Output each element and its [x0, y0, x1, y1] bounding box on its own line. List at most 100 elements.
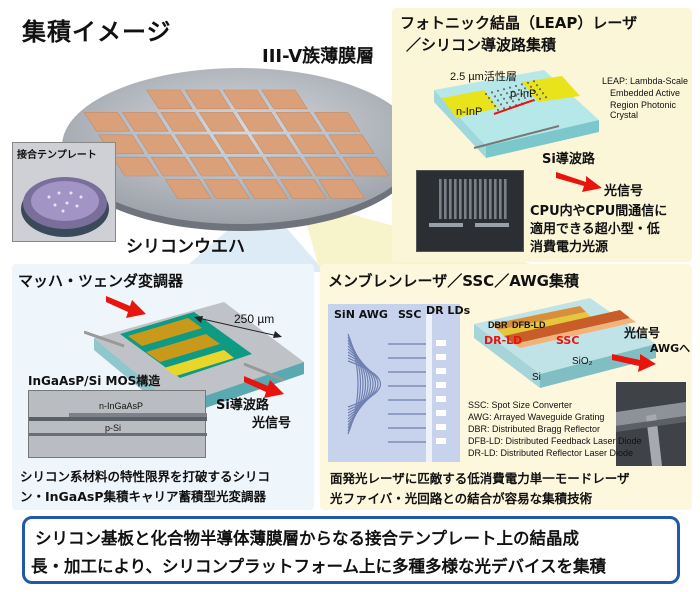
summary-line1: シリコン基板と化合物半導体薄膜層からなる接合テンプレート上の結晶成	[35, 529, 580, 548]
photonic-crystal-hole	[484, 92, 488, 96]
film-tile	[313, 112, 361, 132]
photonic-crystal-hole	[493, 95, 497, 98]
film-tile	[227, 156, 274, 177]
awg-waveguide	[347, 348, 372, 420]
mzm-n-layer: n-InGaAsP	[99, 401, 144, 411]
film-tile	[164, 179, 212, 199]
mzm-title: マッハ・ツェンダ変調器	[18, 272, 184, 290]
photonic-crystal-hole	[511, 100, 515, 103]
ssc-chip-label: SSC	[556, 334, 580, 347]
photonic-crystal-hole	[508, 96, 512, 99]
ld-pad	[436, 382, 446, 388]
photonic-crystal-hole	[490, 91, 494, 94]
leap-signal-arrow	[556, 172, 602, 192]
membrane-panel: メンブレンレーザ／SSC／AWG集積 SiN AWG SSC DR LDs DB…	[320, 264, 692, 510]
mzm-dimension-arrow	[194, 316, 282, 338]
photonic-crystal-hole	[508, 86, 512, 89]
mzm-p-layer: p-Si	[105, 423, 122, 433]
photonic-crystal-hole	[523, 96, 527, 100]
leap-n-label: n-InP	[456, 106, 483, 118]
film-tile	[112, 156, 159, 177]
photonic-crystal-hole	[496, 108, 500, 112]
leap-active-layer: 2.5 µm活性層	[450, 71, 517, 83]
summary-box: シリコン基板と化合物半導体薄膜層からなる接合テンプレート上の結晶成 長・加工によ…	[22, 516, 680, 584]
sem-pillar	[499, 179, 502, 219]
photonic-crystal-hole	[514, 84, 518, 88]
leap-sem-photo	[416, 170, 524, 252]
photonic-crystal-hole	[529, 95, 533, 98]
photonic-crystal-hole	[520, 92, 524, 96]
photonic-crystal-hole	[514, 94, 518, 97]
mzm-input-arrow	[106, 296, 146, 318]
leap-def-line1: LEAP: Lambda-Scale	[602, 76, 689, 86]
film-tile	[289, 134, 337, 154]
photonic-crystal-hole	[532, 80, 536, 83]
awg-waveguide	[347, 354, 376, 414]
membrane-desc-line2: 光ファイバ・光回路との結合が容易な集積技術	[330, 491, 593, 506]
membrane-signal-line1: 光信号	[624, 326, 661, 340]
template-photo: 接合テンプレート	[12, 142, 116, 242]
ld-pad	[436, 368, 446, 374]
leap-waveguide-label: Si導波路	[542, 152, 595, 167]
film-tile	[261, 89, 308, 110]
photonic-crystal-hole	[496, 89, 500, 92]
leap-p-label: p-InP	[510, 88, 537, 100]
beam-to-mzm	[180, 200, 325, 272]
awg-label: SiN AWG	[334, 308, 388, 321]
template-label: 接合テンプレート	[17, 150, 97, 161]
sio2-label: SiO₂	[572, 356, 593, 367]
mzm-dimension: 250 µm	[234, 312, 275, 326]
ld-pad	[436, 340, 446, 346]
sem-pillar	[489, 179, 492, 219]
sem-pillar	[494, 179, 497, 219]
awg-waveguide	[347, 345, 369, 423]
film-tile	[203, 179, 250, 199]
photonic-crystal-hole	[517, 98, 521, 101]
drld-chip-label: DR-LD	[484, 334, 523, 347]
ld-pad	[436, 438, 446, 444]
leap-signal-label: 光信号	[604, 184, 644, 199]
leap-sem-pattern	[429, 179, 509, 227]
photonic-crystal-hole	[523, 87, 527, 90]
awg-waveguide	[347, 357, 379, 411]
sem-pillar	[439, 179, 442, 219]
summary-line2: 長・加工により、シリコンプラットフォーム上に多種多様な光デバイスを集積	[31, 557, 607, 576]
photonic-crystal-hole	[520, 83, 524, 86]
wafer-label: シリコンウエハ	[126, 237, 245, 257]
membrane-def-1: AWG: Arrayed Waveguide Grating	[468, 412, 605, 422]
sem-pillar	[459, 179, 462, 219]
mzm-mos-label: InGaAsP/Si MOS構造	[28, 374, 161, 388]
film-tile	[122, 112, 169, 132]
film-tile	[198, 112, 246, 132]
mzm-waveguide-label: Si導波路	[216, 398, 269, 413]
photonic-crystal-hole	[505, 92, 509, 95]
page-title: 集積イメージ	[22, 18, 172, 46]
film-tile	[174, 134, 222, 154]
film-tile	[304, 156, 351, 177]
membrane-desc-line1: 面発光レーザに匹敵する低消費電力単一モードレーザ	[330, 471, 630, 486]
film-tile	[328, 134, 375, 154]
film-tile	[189, 156, 236, 177]
photonic-crystal-hole	[502, 88, 506, 91]
film-tile	[342, 156, 390, 177]
membrane-signal-arrow	[612, 354, 656, 372]
awg-waveguide	[347, 360, 381, 408]
membrane-sem-photo	[616, 382, 686, 466]
mzm-desc-line1: シリコン系材料の特性限界を打破するシリコ	[20, 469, 271, 484]
film-tile	[222, 89, 270, 110]
photonic-crystal-hole	[535, 93, 539, 96]
photonic-crystal-hole	[535, 84, 539, 87]
photonic-crystal-hole	[532, 89, 536, 92]
photonic-crystal-hole	[490, 100, 494, 104]
leap-desc-line3: 消費電力光源	[530, 240, 609, 255]
dbr-label: DBR	[488, 320, 508, 330]
mzm-signal-label: 光信号	[252, 416, 292, 431]
leap-title-line1: フォトニック結晶（LEAP）レーザ	[400, 14, 638, 32]
dfbld-label: DFB-LD	[512, 320, 546, 330]
film-tile	[275, 112, 323, 132]
awg-waveguide	[347, 351, 374, 417]
photonic-crystal-hole	[526, 91, 530, 94]
photonic-crystal-hole	[511, 90, 515, 93]
photonic-crystal-hole	[493, 104, 497, 108]
sem-pillar	[449, 179, 452, 219]
